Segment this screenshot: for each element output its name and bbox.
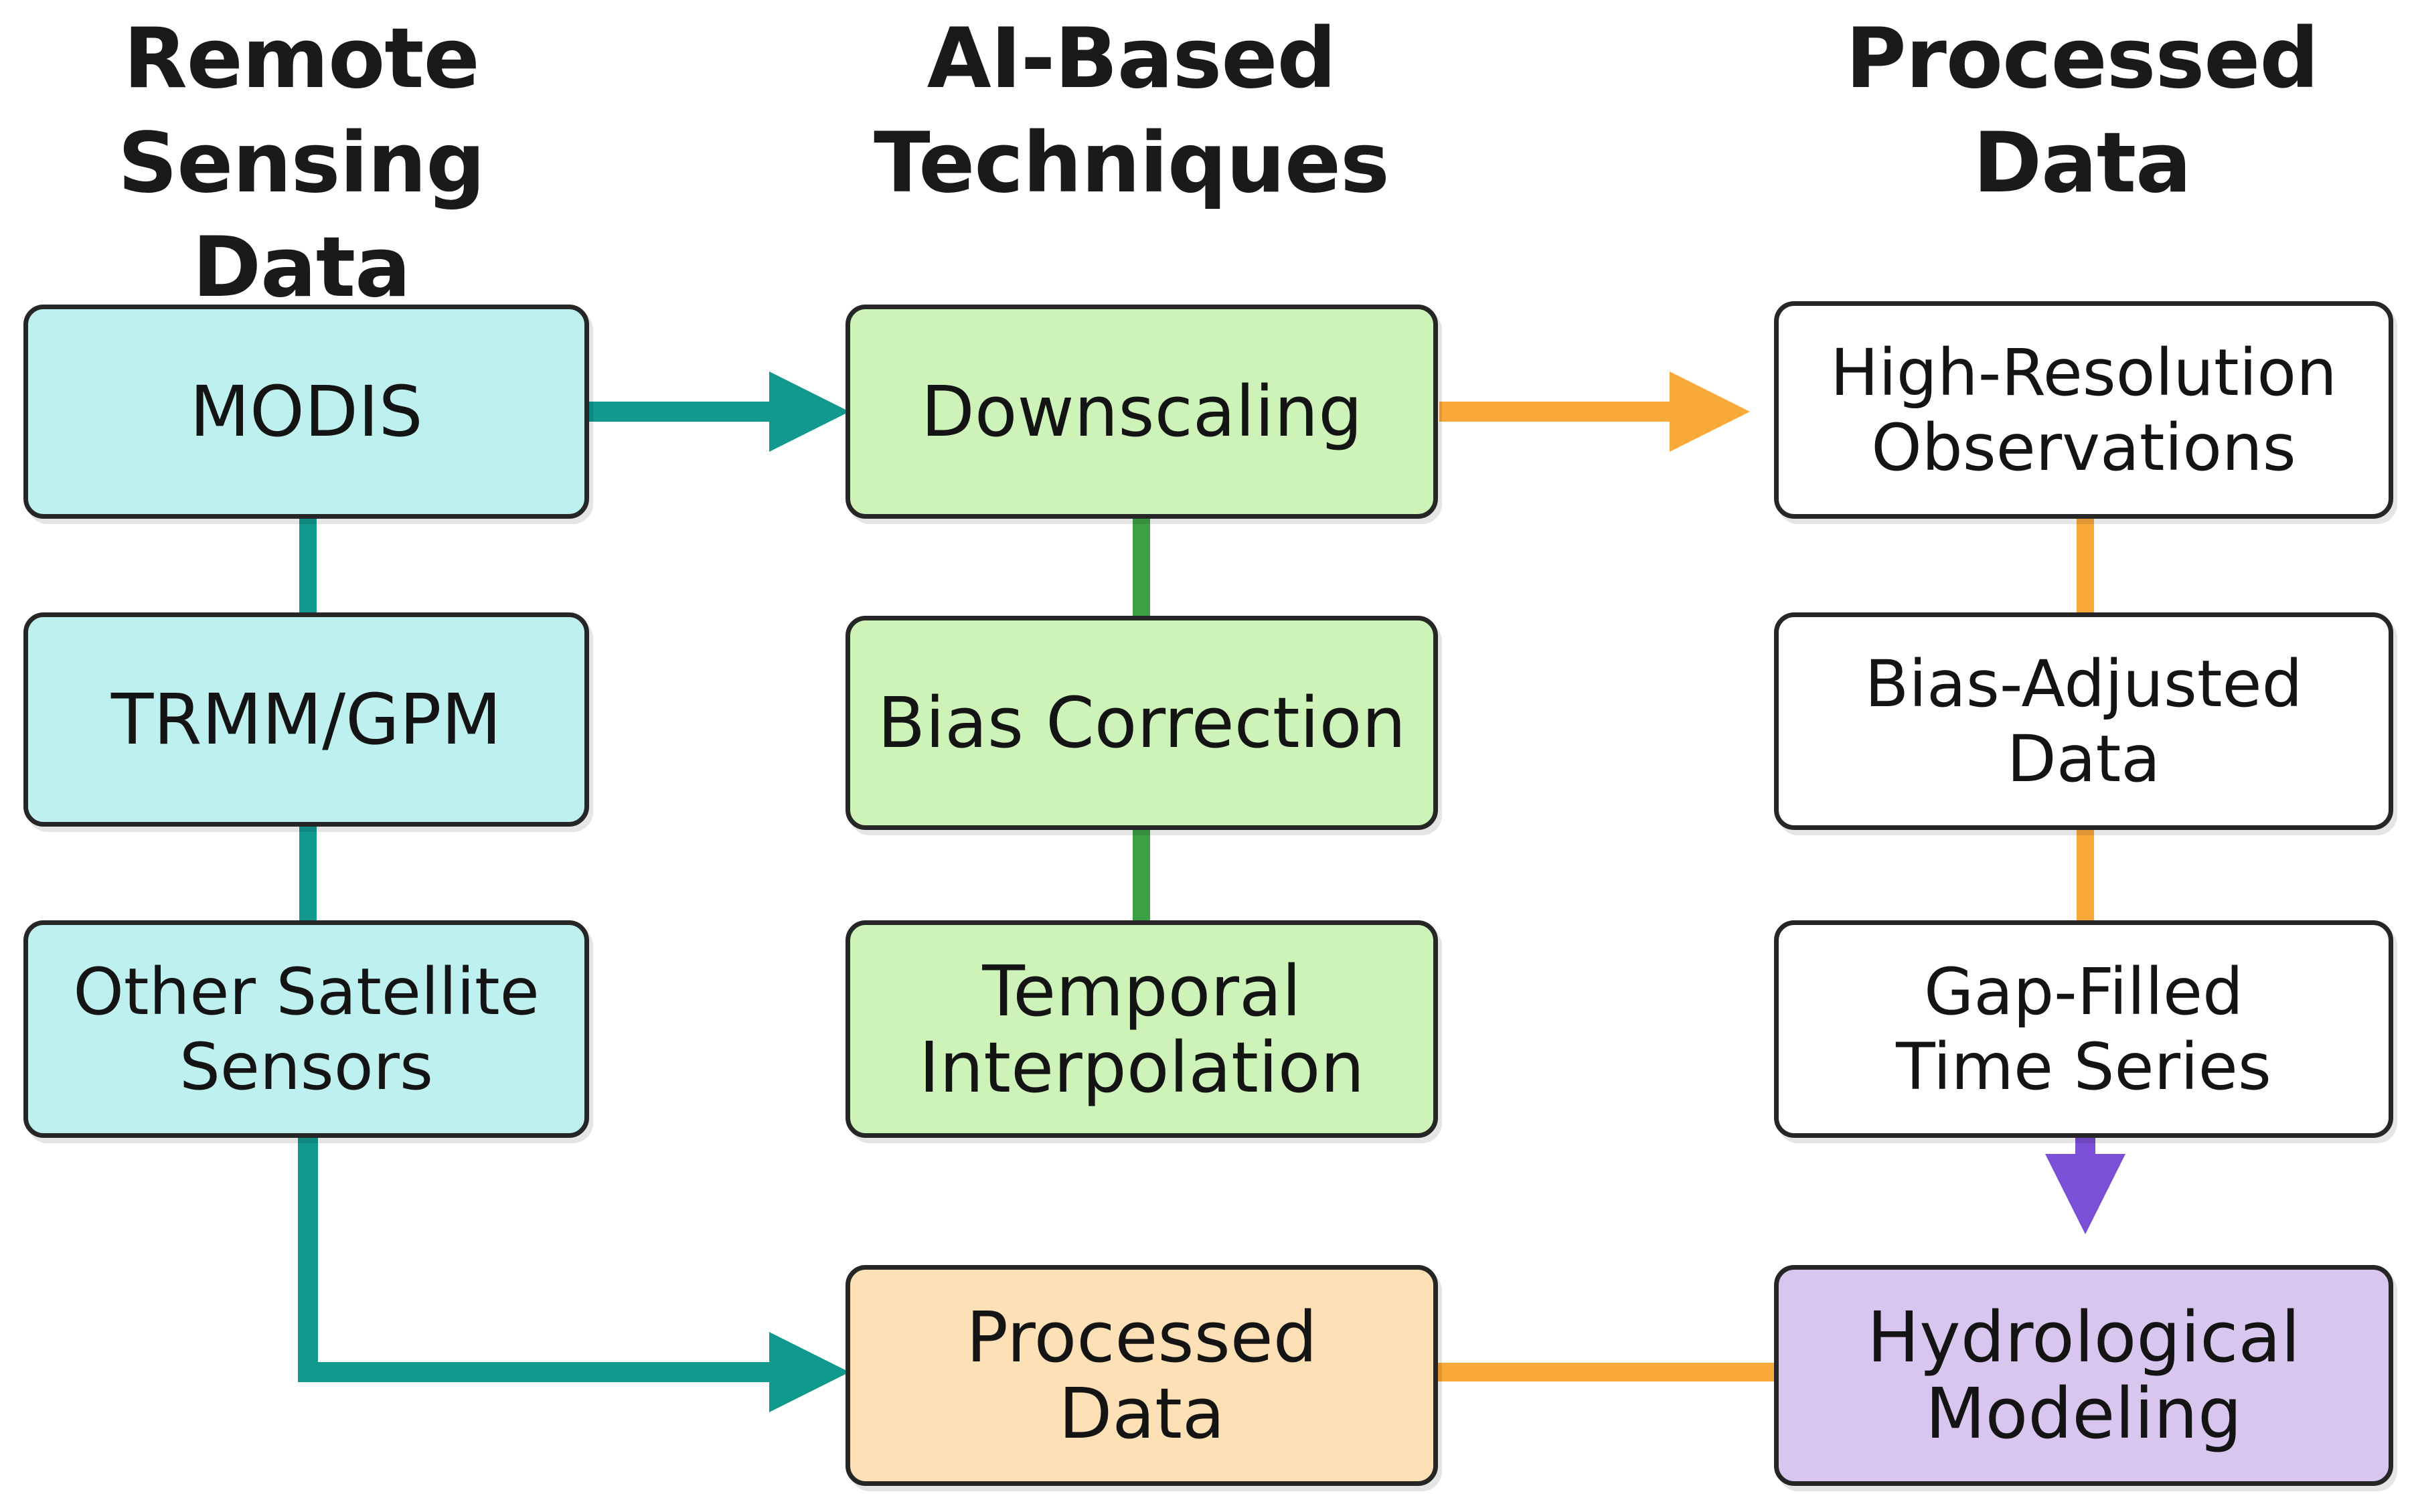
node-other-satellite-sensors-label: Other Satellite Sensors: [73, 954, 540, 1104]
node-temporal-interpolation-label: Temporal Interpolation: [918, 950, 1365, 1108]
node-other-satellite-sensors[interactable]: Other Satellite Sensors: [23, 920, 589, 1138]
column-title-remote-sensing: Remote Sensing Data: [117, 11, 485, 316]
node-gap-filled-time-series[interactable]: Gap-Filled Time Series: [1774, 920, 2393, 1138]
node-hydrological-modeling[interactable]: Hydrological Modeling: [1774, 1265, 2393, 1486]
node-modis[interactable]: MODIS: [23, 305, 589, 519]
node-modis-label: MODIS: [189, 371, 423, 452]
node-bias-correction[interactable]: Bias Correction: [846, 616, 1438, 830]
node-trmm-gpm-label: TRMM/GPM: [110, 679, 502, 760]
node-downscaling-label: Downscaling: [920, 371, 1363, 452]
node-processed-data-ai[interactable]: Processed Data: [846, 1265, 1438, 1486]
node-processed-data-ai-label: Processed Data: [966, 1296, 1317, 1454]
node-bias-adjusted-data[interactable]: Bias-Adjusted Data: [1774, 612, 2393, 830]
column-title-ai-techniques: AI-Based Techniques: [874, 11, 1390, 212]
node-gap-filled-time-series-label: Gap-Filled Time Series: [1896, 954, 2271, 1104]
node-bias-adjusted-data-label: Bias-Adjusted Data: [1864, 646, 2303, 796]
arrow-other-sensors-to-processed-data: [298, 1135, 850, 1412]
column-title-processed-data: Processed Data: [1845, 11, 2319, 212]
node-trmm-gpm[interactable]: TRMM/GPM: [23, 612, 589, 827]
node-hydrological-modeling-label: Hydrological Modeling: [1866, 1296, 2301, 1454]
node-downscaling[interactable]: Downscaling: [846, 305, 1438, 519]
node-bias-correction-label: Bias Correction: [877, 682, 1406, 764]
node-high-resolution-observations[interactable]: High-Resolution Observations: [1774, 301, 2393, 519]
node-temporal-interpolation[interactable]: Temporal Interpolation: [846, 920, 1438, 1138]
node-high-resolution-observations-label: High-Resolution Observations: [1830, 335, 2337, 485]
